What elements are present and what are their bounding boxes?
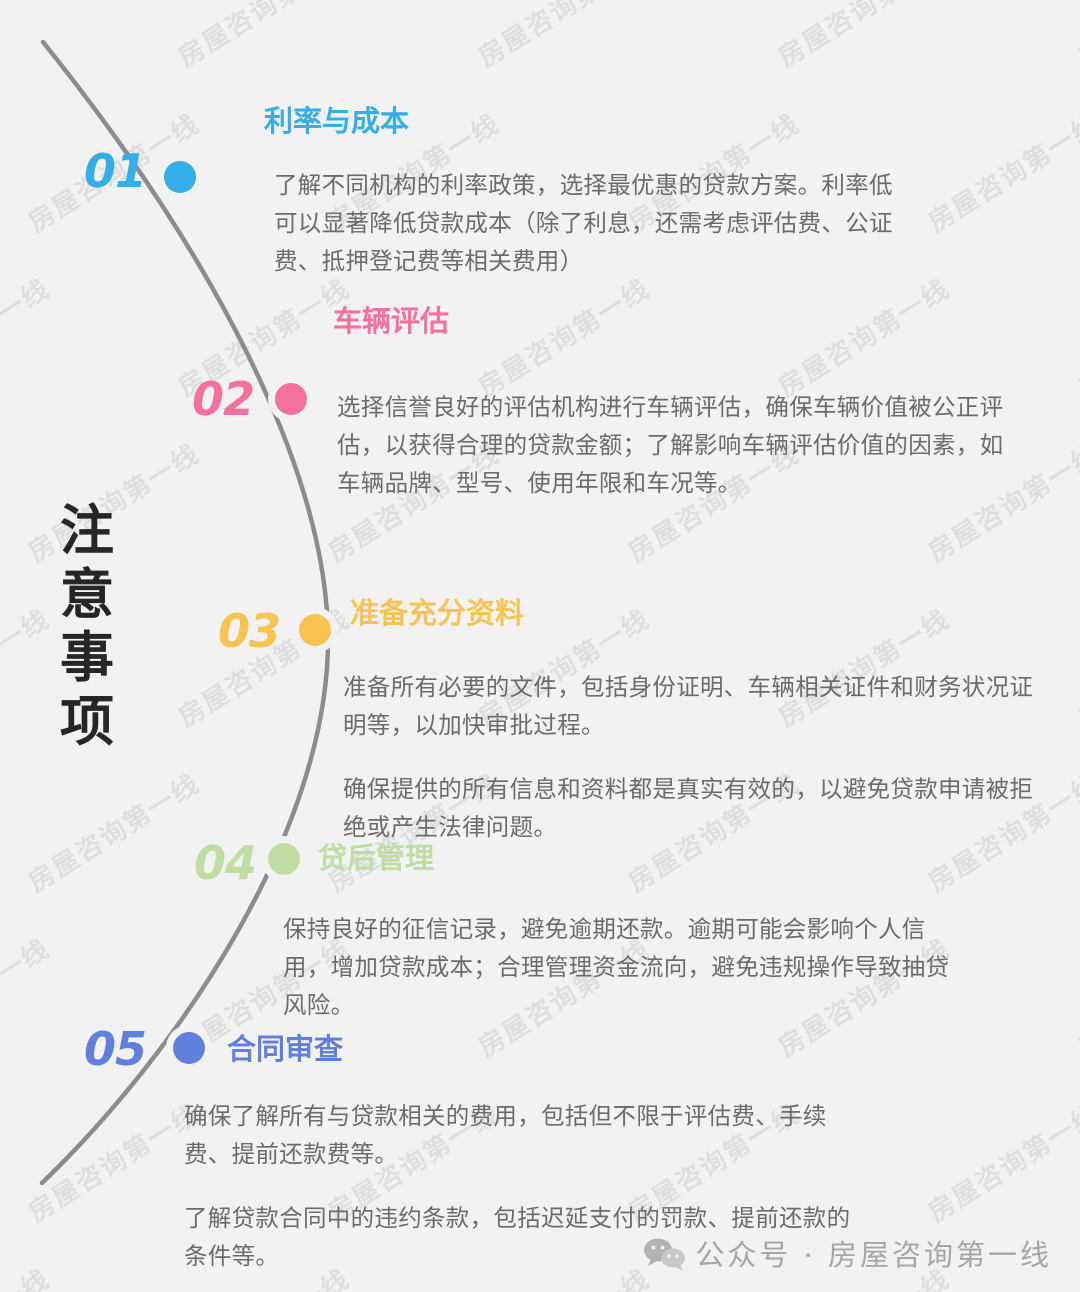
step-dot-02	[275, 383, 307, 415]
step-heading-04: 贷后管理	[318, 843, 435, 875]
watermark-text: 房屋咨询第一线	[1072, 603, 1080, 733]
watermark-text: 房屋咨询第一线	[22, 1098, 205, 1228]
footer-label: 公众号 · 房屋咨询第一线	[695, 1238, 1052, 1272]
watermark-text: 房屋咨询第一线	[1072, 933, 1080, 1063]
step-number-04: 04	[194, 836, 257, 890]
step-dot-04	[268, 843, 300, 875]
step-paragraph: 准备所有必要的文件，包括身份证明、车辆相关证件和财务状况证明等，以加快审批过程。	[343, 674, 1034, 739]
watermark-text: 房屋咨询第一线	[922, 1098, 1080, 1228]
step-heading-05: 合同审查	[227, 1034, 344, 1066]
watermark-text: 房屋咨询第一线	[22, 768, 205, 898]
step-paragraph: 了解贷款合同中的违约条款，包括迟延支付的罚款、提前还款的条件等。	[184, 1205, 851, 1270]
watermark-text: 房屋咨询第一线	[0, 603, 55, 733]
step-number-05: 05	[84, 1022, 147, 1076]
page-title-char: 项	[60, 692, 114, 753]
page-title-char: 意	[60, 564, 114, 625]
page-title-char: 事	[60, 628, 114, 689]
watermark-text: 房屋咨询第一线	[0, 0, 55, 73]
footer: 公众号 · 房屋咨询第一线	[643, 1232, 1052, 1274]
step-dot-05	[173, 1032, 205, 1064]
step-heading-03: 准备充分资料	[350, 598, 525, 630]
step-paragraph: 选择信誉良好的评估机构进行车辆评估，确保车辆价值被公正评估，以获得合理的贷款金额…	[337, 394, 1004, 497]
step-heading-01: 利率与成本	[264, 106, 410, 138]
page-title: 注意事项	[52, 500, 122, 755]
step-body-03: 准备所有必要的文件，包括身份证明、车辆相关证件和财务状况证明等，以加快审批过程。…	[343, 668, 1035, 846]
step-paragraph: 确保了解所有与贷款相关的费用，包括但不限于评估费、手续费、提前还款费等。	[184, 1103, 827, 1168]
step-paragraph: 确保提供的所有信息和资料都是真实有效的，以避免贷款申请被拒绝或产生法律问题。	[343, 776, 1034, 841]
watermark-text: 房屋咨询第一线	[472, 273, 655, 403]
watermark-text: 房屋咨询第一线	[1072, 273, 1080, 403]
step-number-02: 02	[192, 372, 255, 426]
step-dot-03	[299, 614, 331, 646]
watermark-text: 房屋咨询第一线	[772, 273, 955, 403]
watermark-text: 房屋咨询第一线	[0, 273, 55, 403]
step-dot-01	[164, 161, 196, 193]
step-heading-02: 车辆评估	[333, 306, 450, 338]
page-title-char: 注	[60, 501, 114, 561]
watermark-text: 房屋咨询第一线	[0, 933, 55, 1063]
watermark-text: 房屋咨询第一线	[772, 0, 955, 73]
watermark-text: 房屋咨询第一线	[172, 0, 355, 73]
watermark-text: 房屋咨询第一线	[1070, 1259, 1080, 1292]
step-number-03: 03	[218, 604, 281, 658]
step-paragraph: 了解不同机构的利率政策，选择最优惠的贷款方案。利率低可以显著降低贷款成本（除了利…	[274, 172, 893, 275]
watermark-text: 房屋咨询第一线	[472, 0, 655, 73]
step-number-01: 01	[84, 144, 147, 198]
watermark-text: 房屋咨询第一线	[1072, 0, 1080, 73]
step-body-01: 了解不同机构的利率政策，选择最优惠的贷款方案。利率低可以显著降低贷款成本（除了利…	[274, 166, 894, 280]
step-body-04: 保持良好的征信记录，避免逾期还款。逾期可能会影响个人信用，增加贷款成本；合理管理…	[283, 910, 961, 1024]
watermark-text: 房屋咨询第一线	[922, 108, 1080, 238]
wechat-icon	[643, 1236, 686, 1271]
step-paragraph: 保持良好的征信记录，避免逾期还款。逾期可能会影响个人信用，增加贷款成本；合理管理…	[283, 916, 950, 1019]
step-body-02: 选择信誉良好的评估机构进行车辆评估，确保车辆价值被公正评估，以获得合理的贷款金额…	[337, 388, 1027, 502]
watermark-text: 房屋咨询第一线	[0, 1259, 56, 1292]
